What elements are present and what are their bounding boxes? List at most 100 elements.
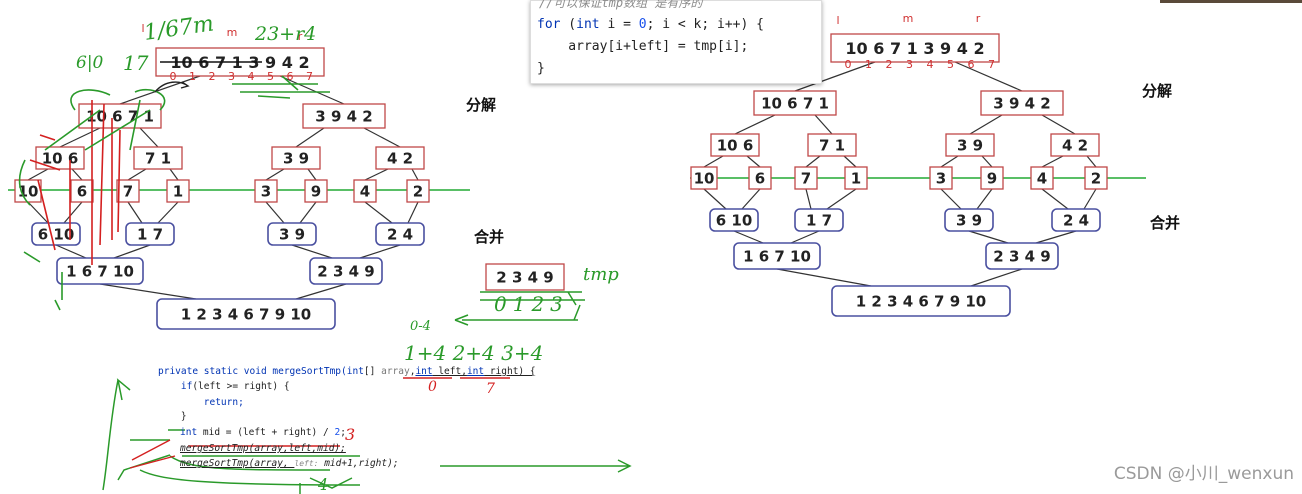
tree-edge [55,244,87,259]
right-leaf-3: 7 [794,166,818,190]
left-leaf-2-text: 6 [77,182,87,200]
right-merge-1: 6 10 [709,208,759,232]
left-split-3-text: 3 9 [283,149,309,167]
tree-edge [940,188,962,210]
left-split-4: 4 2 [375,146,425,170]
right-split-left: 10 6 7 1 [753,90,837,116]
right-merge-1-frame [709,208,759,232]
tree-edge [981,155,993,168]
right-leaf-2: 6 [748,166,772,190]
tree-edge [741,188,761,210]
label-merge-left: 合并 [474,228,505,246]
left-merge-3: 3 9 [267,222,317,246]
left-merge-left: 1 6 7 10 [56,257,144,285]
tree-edge [364,201,393,224]
tree-edge [127,201,143,224]
index-label: 7 [988,58,995,71]
hw-right-7: 7 [486,381,495,397]
hw-left-d: 17 [123,51,149,75]
tree-edge [71,168,83,181]
tree-edge [307,168,317,181]
left-split-2: 7 1 [133,146,183,170]
hw-green-arrow-top [154,81,190,93]
right-merge-right-text: 2 3 4 9 [993,247,1050,265]
right-leaf-7: 4 [1030,166,1054,190]
index-label: 4 [248,70,255,83]
tree-edge [776,268,872,287]
right-merge-final-text: 1 2 3 4 6 7 9 10 [856,292,987,310]
right-leaf-6-frame [980,166,1004,190]
right-merge-1-text: 6 10 [716,211,753,229]
code-assign-line: array[i+left] = tmp[i]; [537,39,749,54]
tree-edge [826,188,857,210]
right-root: 10 6 7 1 3 9 4 2 [830,33,1000,63]
right-split-right-text: 3 9 4 2 [993,94,1050,112]
tree-edge [1041,188,1069,210]
left-merge-3-frame [267,222,317,246]
right-split-right: 3 9 4 2 [980,90,1064,116]
right-merge-3: 3 9 [944,208,994,232]
left-leaf-6: 9 [304,179,328,203]
tree-edge [814,114,833,135]
right-merge-2-text: 1 7 [806,211,832,229]
label-merge-right: 合并 [1150,214,1181,232]
tmp-array-box-frame [485,263,565,291]
watermark: CSDN @小川_wenxun [1113,464,1294,484]
tree-edge [968,230,1009,244]
hw-left-0: 0 [428,379,437,395]
right-merge-4: 2 4 [1051,208,1101,232]
index-label: 7 [306,70,313,83]
left-merge-right: 2 3 4 9 [309,257,383,285]
left-leaf-6-text: 9 [311,182,321,200]
index-label: 2 [209,70,216,83]
hw-green-tree-strokes [18,88,166,311]
tree-edge [295,127,325,148]
index-label: 3 [228,70,235,83]
tree-edge [139,127,159,148]
tree-edge [363,127,401,148]
left-merge-4-text: 2 4 [387,225,413,243]
right-merge-final-frame [831,285,1011,317]
right-split-4-frame [1050,133,1100,157]
index-label: 3 [906,58,913,71]
hw-0123: 0123 [494,292,569,316]
tree-edge [63,201,83,224]
tree-edge [411,168,419,181]
corner-overlay [1160,0,1302,3]
index-label: 1 [865,58,872,71]
left-merge-4: 2 4 [375,222,425,246]
tree-edge [157,201,179,224]
label-decompose-right: 分解 [1142,82,1173,100]
right-split-4-text: 4 2 [1062,136,1088,154]
label-decompose-left: 分解 [466,96,497,114]
right-split-3-text: 3 9 [957,136,983,154]
left-leaf-8-text: 2 [413,182,423,200]
left-leaf-5-frame [254,179,278,203]
tree-edge [805,155,821,168]
tree-edge [99,283,197,300]
left-merge-left-frame [56,257,144,285]
code-mid-line: int mid = (left + right) / 2; [180,427,346,438]
index-label: 0 [845,58,852,71]
right-merge-4-text: 2 4 [1063,211,1089,229]
right-split-right-frame [980,90,1064,116]
left-split-right-text: 3 9 4 2 [315,107,372,125]
left-merge-right-text: 2 3 4 9 [317,262,374,280]
tree-edge [119,75,201,105]
left-leaf-7-text: 4 [360,182,370,200]
right-merge-left-frame [733,242,821,270]
left-split-right: 3 9 4 2 [302,103,386,129]
hw-sums: 1+4 2+4 3+4 [404,341,543,365]
left-leaf-3-frame [116,179,140,203]
code-close-if: } [158,411,187,422]
tree-edge [746,155,761,168]
left-leaf-5-text: 3 [261,182,271,200]
left-merge-1: 6 10 [31,222,81,246]
left-split-1-text: 10 6 [42,149,79,167]
code-recurse-right: mergeSortTmp(array, left: mid+1,right); [180,458,399,469]
tree-edge [970,268,1023,287]
right-leaf-3-frame [794,166,818,190]
tree-edge [790,230,820,244]
left-merge-final: 1 2 3 4 6 7 9 10 [156,298,336,330]
right-split-3-frame [945,133,995,157]
